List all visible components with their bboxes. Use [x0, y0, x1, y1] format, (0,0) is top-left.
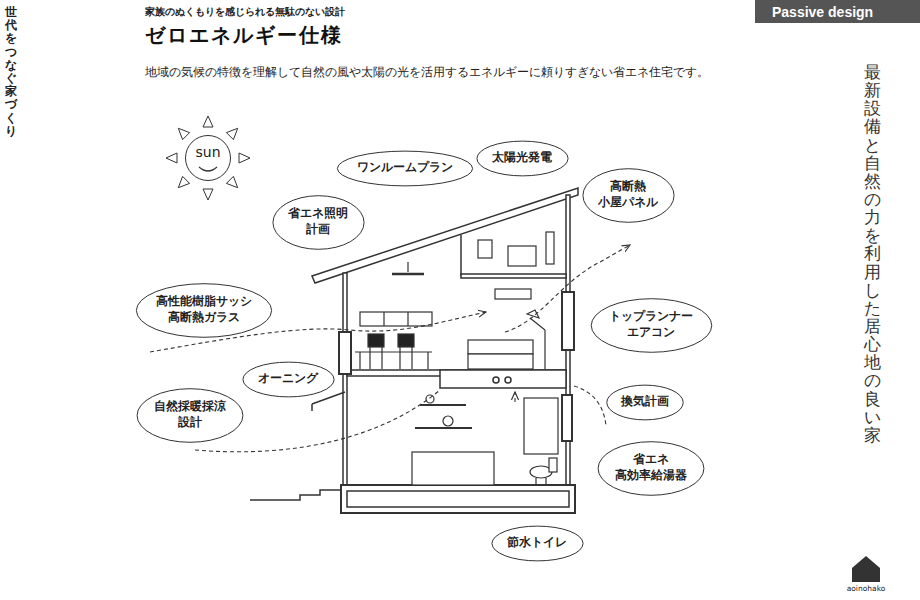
burner: [493, 377, 499, 383]
ellipse-shape: [598, 441, 704, 495]
wind-line: [574, 386, 606, 426]
node-text: 自然採暖採涼 設計: [154, 399, 226, 430]
chair: [398, 334, 414, 347]
furniture: [355, 232, 558, 485]
loft-floor: [461, 274, 566, 278]
desk: [355, 352, 432, 369]
ellipse-shape: [591, 298, 712, 352]
foundation: [341, 485, 575, 513]
window-sash: [562, 395, 572, 441]
wall-shelf: [360, 312, 432, 326]
foundation-inner: [347, 491, 569, 507]
ellipse-shape: [242, 362, 333, 397]
sun-circle: sun: [185, 135, 231, 181]
ceiling-fan: [392, 273, 424, 276]
ellipse-shape: [272, 195, 363, 249]
callout-ellipse: 省エネ照明 計画: [272, 194, 365, 251]
shelf-divider: [384, 312, 408, 326]
callout-ellipse: 換気計画: [606, 384, 684, 421]
node-text: Passive design: [772, 4, 873, 20]
logo-text: aoinohako: [847, 584, 886, 593]
loft-item: [478, 240, 492, 258]
sofa-back: [468, 340, 533, 354]
air-conditioner: [495, 289, 531, 299]
callout-ellipse: 高性能樹脂サッシ 高断熱ガラス: [135, 282, 273, 339]
header-band: Passive design: [755, 0, 920, 23]
node-text: 太陽光発電: [492, 150, 552, 166]
node-text: 省エネ照明 計画: [288, 206, 348, 237]
callout-ellipse: ワンルームプラン: [336, 150, 474, 187]
callout-ellipse: 高断熱 小屋パネル: [582, 167, 675, 224]
node-text: 省エネ 高効率給湯器: [615, 452, 687, 483]
toilet-base: [536, 478, 546, 485]
sun-ray: [239, 153, 250, 163]
node-text: 高断熱 小屋パネル: [598, 179, 658, 210]
kitchen-counter: [412, 452, 494, 485]
sun-ray: [203, 189, 213, 200]
ellipse-shape: [337, 151, 472, 186]
loft-bottle: [546, 232, 554, 264]
loft-box: [508, 246, 536, 266]
ellipse-shape: [136, 283, 271, 337]
description: 地域の気候の特徴を理解して自然の風や太陽の光を活用するエネルギーに頼りすぎない省…: [145, 65, 709, 80]
sun-rays: [166, 116, 250, 200]
sun-smile: [199, 167, 217, 171]
node-text: トップランナー エアコン: [609, 309, 693, 340]
ellipse-shape: [491, 526, 582, 561]
node-text: オーニング: [258, 371, 318, 387]
warm-air-arrow: [514, 392, 515, 402]
page-title: ゼロエネルギー仕様: [145, 22, 343, 49]
tagline: 家族のぬくもりを感じられる無駄のない設計: [145, 5, 345, 19]
callout-ellipse: 太陽光発電: [476, 140, 569, 177]
sun-ray: [166, 153, 177, 163]
chair: [368, 334, 384, 347]
house: [250, 188, 578, 513]
left-wall: [343, 273, 347, 485]
sofa-seat: [468, 354, 533, 369]
node-text: 高性能樹脂サッシ 高断熱ガラス: [156, 294, 252, 325]
sun-ray: [178, 176, 189, 187]
loft-wall: [460, 235, 462, 276]
awning: [312, 392, 345, 411]
callout-ellipse: トップランナー エアコン: [590, 297, 713, 354]
ellipse-shape: [582, 168, 673, 222]
callout-ellipse: 節水トイレ: [491, 525, 584, 562]
toilet-tank: [549, 458, 557, 472]
vertical-caption: 最新設備と自然の力を利用した居心地の良い家: [864, 64, 881, 445]
kitchen-hood: [440, 370, 566, 388]
sun-ray: [178, 128, 189, 139]
sun-ray: [226, 128, 237, 139]
refrigerator: [524, 398, 558, 454]
vertical-caption: 世代をつなぐ家づくり: [5, 6, 17, 138]
window-sash: [339, 332, 351, 374]
ellipse-shape: [607, 385, 683, 420]
logo-icon: [852, 556, 880, 582]
ellipse-shape: [137, 388, 243, 442]
node-text: 節水トイレ: [507, 535, 567, 551]
callout-ellipse: 自然採暖採涼 設計: [136, 387, 244, 444]
node-text: sun: [195, 145, 220, 160]
kitchen-shelf: [415, 405, 472, 428]
sun-ray: [226, 176, 237, 187]
burner: [505, 377, 511, 383]
bowl: [443, 416, 453, 426]
callout-ellipse: 省エネ 高効率給湯器: [597, 440, 705, 497]
window-sash: [562, 292, 574, 350]
callout-ellipse: オーニング: [242, 361, 335, 398]
ellipse-shape: [476, 141, 567, 176]
steps: [250, 490, 341, 500]
node-text: ワンルームプラン: [357, 160, 453, 176]
sun-ray: [203, 116, 213, 127]
fan-rod: [407, 262, 408, 272]
chair-legs: [370, 347, 412, 369]
node-text: 換気計画: [621, 394, 669, 410]
